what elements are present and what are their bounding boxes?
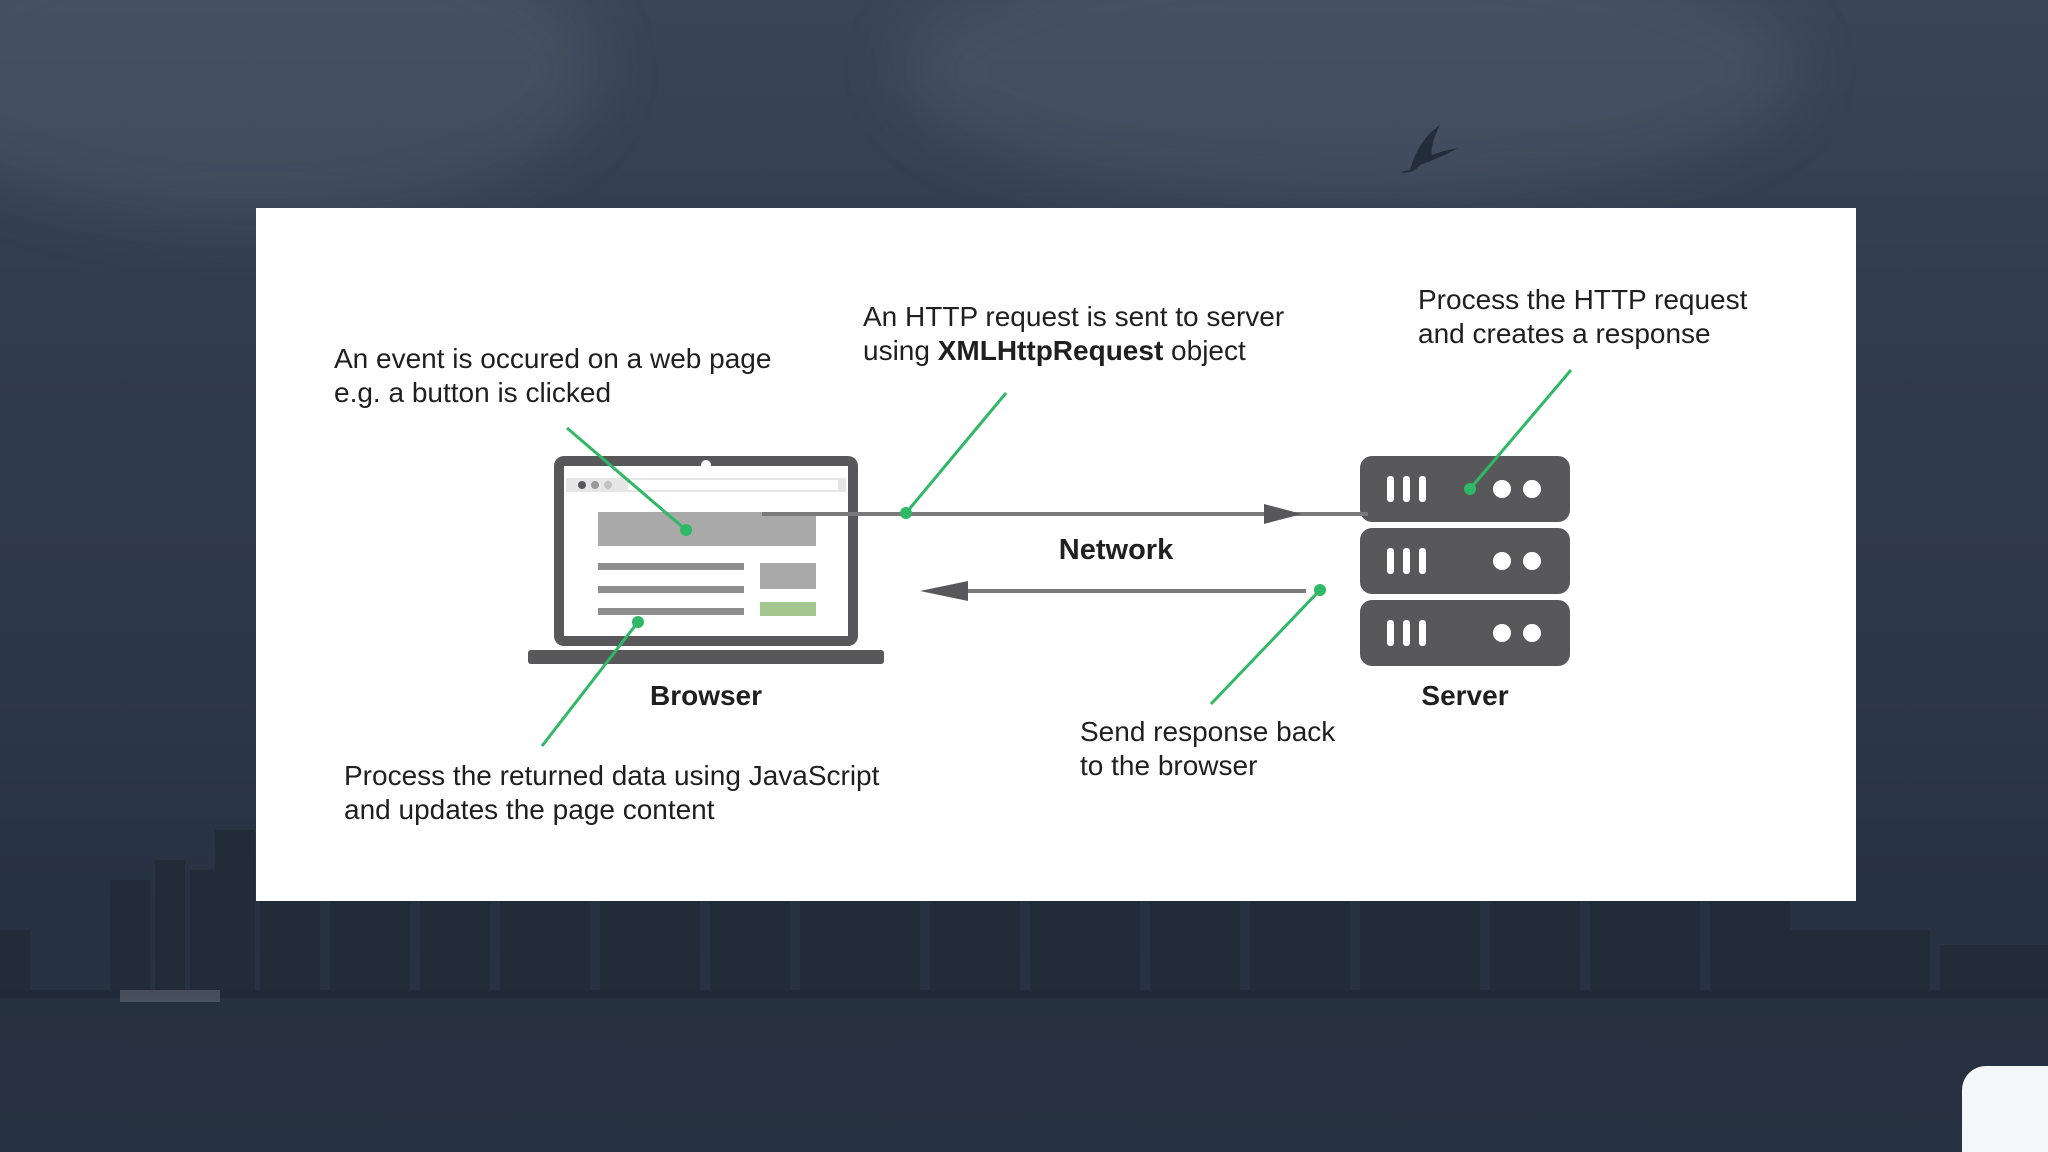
network-label: Network [1058, 534, 1174, 566]
process-note: Process the returned data using JavaScri… [344, 759, 879, 827]
callout-lines [540, 369, 1573, 747]
response-arrow-head [920, 581, 968, 601]
ajax-flow-diagram [528, 369, 1573, 747]
request-note-suffix: object [1163, 335, 1246, 366]
boat [120, 990, 220, 1002]
request-note: An HTTP request is sent to server using … [863, 300, 1284, 368]
response-note: Send response back to the browser [1080, 715, 1335, 783]
request-note-line1: An HTTP request is sent to server [863, 301, 1285, 332]
server-note: Process the HTTP request and creates a r… [1418, 283, 1747, 351]
response-note-line2: to the browser [1080, 750, 1258, 781]
response-note-line1: Send response back [1080, 716, 1336, 747]
cloud [900, 0, 1800, 200]
browser-label: Browser [649, 680, 763, 711]
request-note-prefix: using [863, 335, 938, 366]
laptop-browser-icon [528, 456, 884, 664]
seagull-icon [1400, 125, 1458, 173]
event-note: An event is occured on a web page e.g. a… [334, 342, 771, 410]
xmlhttprequest-term: XMLHttpRequest [937, 335, 1164, 366]
ajax-diagram-card: An event is occured on a web page e.g. a… [256, 208, 1856, 901]
server-note-line1: Process the HTTP request [1418, 284, 1748, 315]
request-arrow-head [1264, 504, 1302, 524]
process-note-line2: and updates the page content [344, 794, 715, 825]
event-note-line1: An event is occured on a web page [334, 343, 772, 374]
event-note-line2: e.g. a button is clicked [334, 377, 612, 408]
server-note-line2: and creates a response [1418, 318, 1711, 349]
process-note-line1: Process the returned data using JavaScri… [344, 760, 880, 791]
server-label: Server [1421, 680, 1509, 711]
request-note-line2: using XMLHttpRequest object [863, 334, 1284, 368]
corner-panel [1962, 1066, 2048, 1152]
